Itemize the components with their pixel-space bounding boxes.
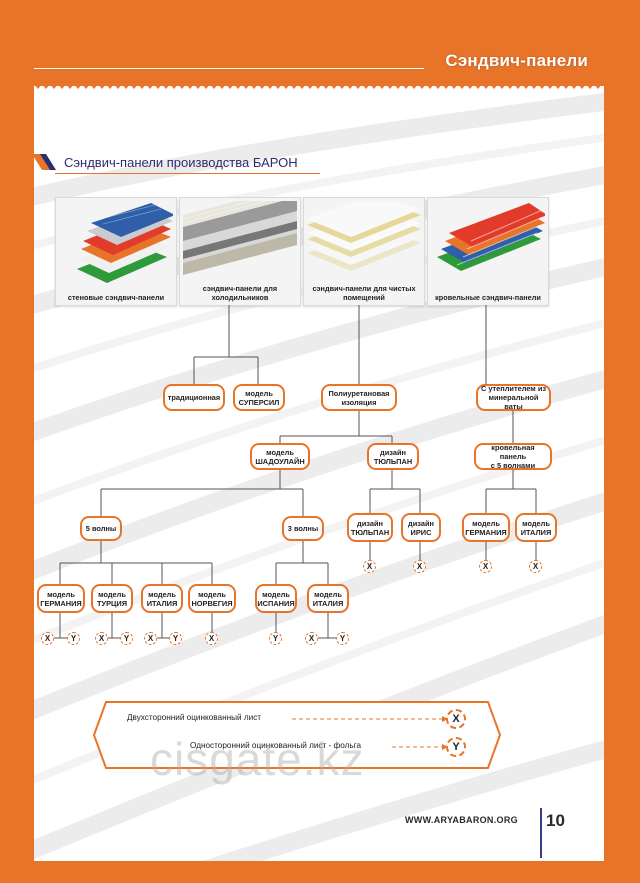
marker-x: X <box>363 560 376 573</box>
product-caption: кровельные сэндвич-панели <box>435 293 541 302</box>
legend-x-mark: X <box>446 709 466 729</box>
node-traditional: традиционная <box>163 384 225 411</box>
legend-y-mark: Y <box>446 737 466 757</box>
node-5-waves: 5 волны <box>80 516 122 541</box>
notched-edge <box>34 84 604 89</box>
page-number-divider <box>540 808 542 858</box>
legend-y-label: Односторонний оцинкованный лист - фольга <box>190 741 362 750</box>
marker-x: X <box>41 632 54 645</box>
watermark: cisgate.kz <box>150 733 365 785</box>
product-caption: стеновые сэндвич-панели <box>67 293 165 302</box>
clean-room-panels-image <box>307 201 421 271</box>
marker-y: Y <box>336 632 349 645</box>
heading-underline <box>55 173 320 174</box>
product-card-wall: стеновые сэндвич-панели <box>55 197 177 306</box>
marker-x: X <box>95 632 108 645</box>
marker-x: X <box>479 560 492 573</box>
marker-y: Y <box>169 632 182 645</box>
marker-y: Y <box>269 632 282 645</box>
wall-panels-image <box>77 203 173 283</box>
page-number: 10 <box>546 811 565 830</box>
marker-x: X <box>305 632 318 645</box>
marker-x: X <box>144 632 157 645</box>
header-rule <box>34 68 424 69</box>
product-caption: сэндвич-панели для холодильников <box>202 284 278 302</box>
section-heading: Сэндвич-панели производства БАРОН <box>64 155 298 170</box>
product-caption: сэндвич-панели для чистых помещений <box>312 284 416 302</box>
marker-y: Y <box>67 632 80 645</box>
cold-storage-panels-image <box>183 201 297 275</box>
node-3-waves: 3 волны <box>282 516 324 541</box>
marker-y: Y <box>120 632 133 645</box>
product-card-clean: сэндвич-панели для чистых помещений <box>303 197 425 306</box>
heading-marker-icon <box>32 154 56 170</box>
legend-x-label: Двухсторонний оцинкованный лист <box>127 713 262 722</box>
roof-panels-image <box>437 203 545 271</box>
marker-x: X <box>529 560 542 573</box>
legend-frame <box>92 701 502 769</box>
product-card-cold: сэндвич-панели для холодильников <box>179 197 301 306</box>
website-link[interactable]: WWW.ARYABARON.ORG <box>405 815 518 825</box>
product-card-roof: кровельные сэндвич-панели <box>427 197 549 306</box>
marker-x: X <box>413 560 426 573</box>
marker-x: X <box>205 632 218 645</box>
page-title: Сэндвич-панели <box>445 51 588 70</box>
